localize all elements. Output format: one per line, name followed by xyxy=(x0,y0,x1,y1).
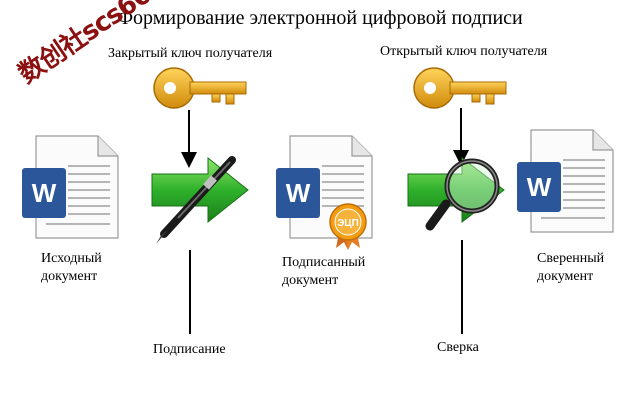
verified-document-label: Сверенный документ xyxy=(537,250,604,285)
verified-document-label-line2: документ xyxy=(537,268,594,284)
seal-icon: ЭЦП xyxy=(329,203,367,250)
signed-document-label-line1: Подписанный xyxy=(282,255,366,270)
source-document-label: Исходный документ xyxy=(41,250,102,285)
verification-arrow-icon xyxy=(407,156,505,231)
source-document-label-line2: документ xyxy=(41,268,98,284)
signed-word-letter: W xyxy=(286,178,311,208)
verified-document-icon: W xyxy=(517,129,614,233)
private-key-label: Закрытый ключ получателя xyxy=(108,46,273,61)
signing-arrow-icon xyxy=(151,156,249,244)
magnifier-icon xyxy=(425,158,500,231)
signing-label: Подписание xyxy=(153,342,226,357)
public-key-icon xyxy=(413,67,507,109)
signed-document-label: Подписанный документ xyxy=(282,254,365,289)
diagram-title: Формирование электронной цифровой подпис… xyxy=(117,7,523,29)
verified-word-letter: W xyxy=(527,172,552,202)
source-word-letter: W xyxy=(32,178,57,208)
pen-icon xyxy=(156,156,236,244)
signed-document-icon: W ЭЦП xyxy=(276,135,373,250)
source-document-icon: W xyxy=(22,135,119,239)
public-key-label: Открытый ключ получателя xyxy=(380,44,548,59)
signed-document-label-line2: документ xyxy=(282,272,339,288)
verified-document-label-line1: Сверенный xyxy=(537,251,605,266)
verification-label: Сверка xyxy=(437,340,479,355)
source-document-label-line1: Исходный xyxy=(41,251,102,266)
private-key-icon xyxy=(153,67,247,109)
stamp-text: ЭЦП xyxy=(337,218,359,229)
